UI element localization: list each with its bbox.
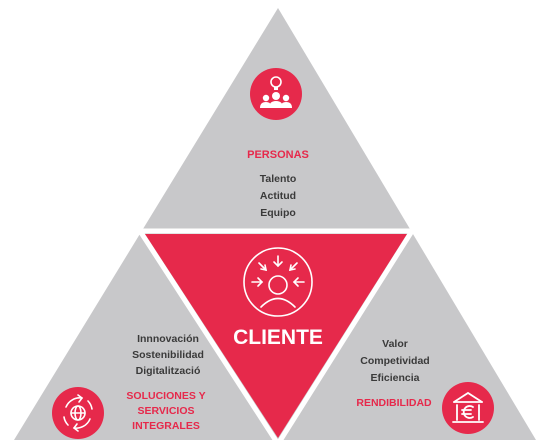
top-item: Equipo [260,207,296,219]
left-title-line: SOLUCIONES Y [126,390,206,402]
people-idea-icon [250,68,302,120]
left-title-line: INTEGRALES [132,420,200,432]
outer-triangle [14,8,536,440]
top-title: PERSONAS [247,149,309,161]
right-items: Valor Competividad Eficiencia [340,336,450,387]
separator-left [137,229,281,446]
left-item: Digitalització [135,365,201,377]
center-triangle [145,234,407,438]
top-items: Talento Actitud Equipo [218,171,338,222]
left-item: Innnovación [137,333,199,345]
center-title: CLIENTE [233,326,323,349]
left-title-line: SERVICIOS [137,405,195,417]
top-item: Actitud [259,190,297,202]
left-title: SOLUCIONES Y SERVICIOS INTEGRALES [106,389,226,434]
right-item: Valor [382,338,408,350]
left-item: Sostenibilidad [132,349,204,361]
separator-right [275,229,415,446]
top-item: Talento [259,173,297,185]
left-items: Innnovación Sostenibilidad Digitalitzaci… [108,331,228,379]
global-cycle-icon [52,387,104,439]
right-title: RENDIBILIDAD [356,397,432,409]
bank-euro-icon [442,382,494,434]
right-item: Competividad [360,355,430,367]
client-focus-icon [243,247,313,317]
right-item: Eficiencia [370,372,420,384]
